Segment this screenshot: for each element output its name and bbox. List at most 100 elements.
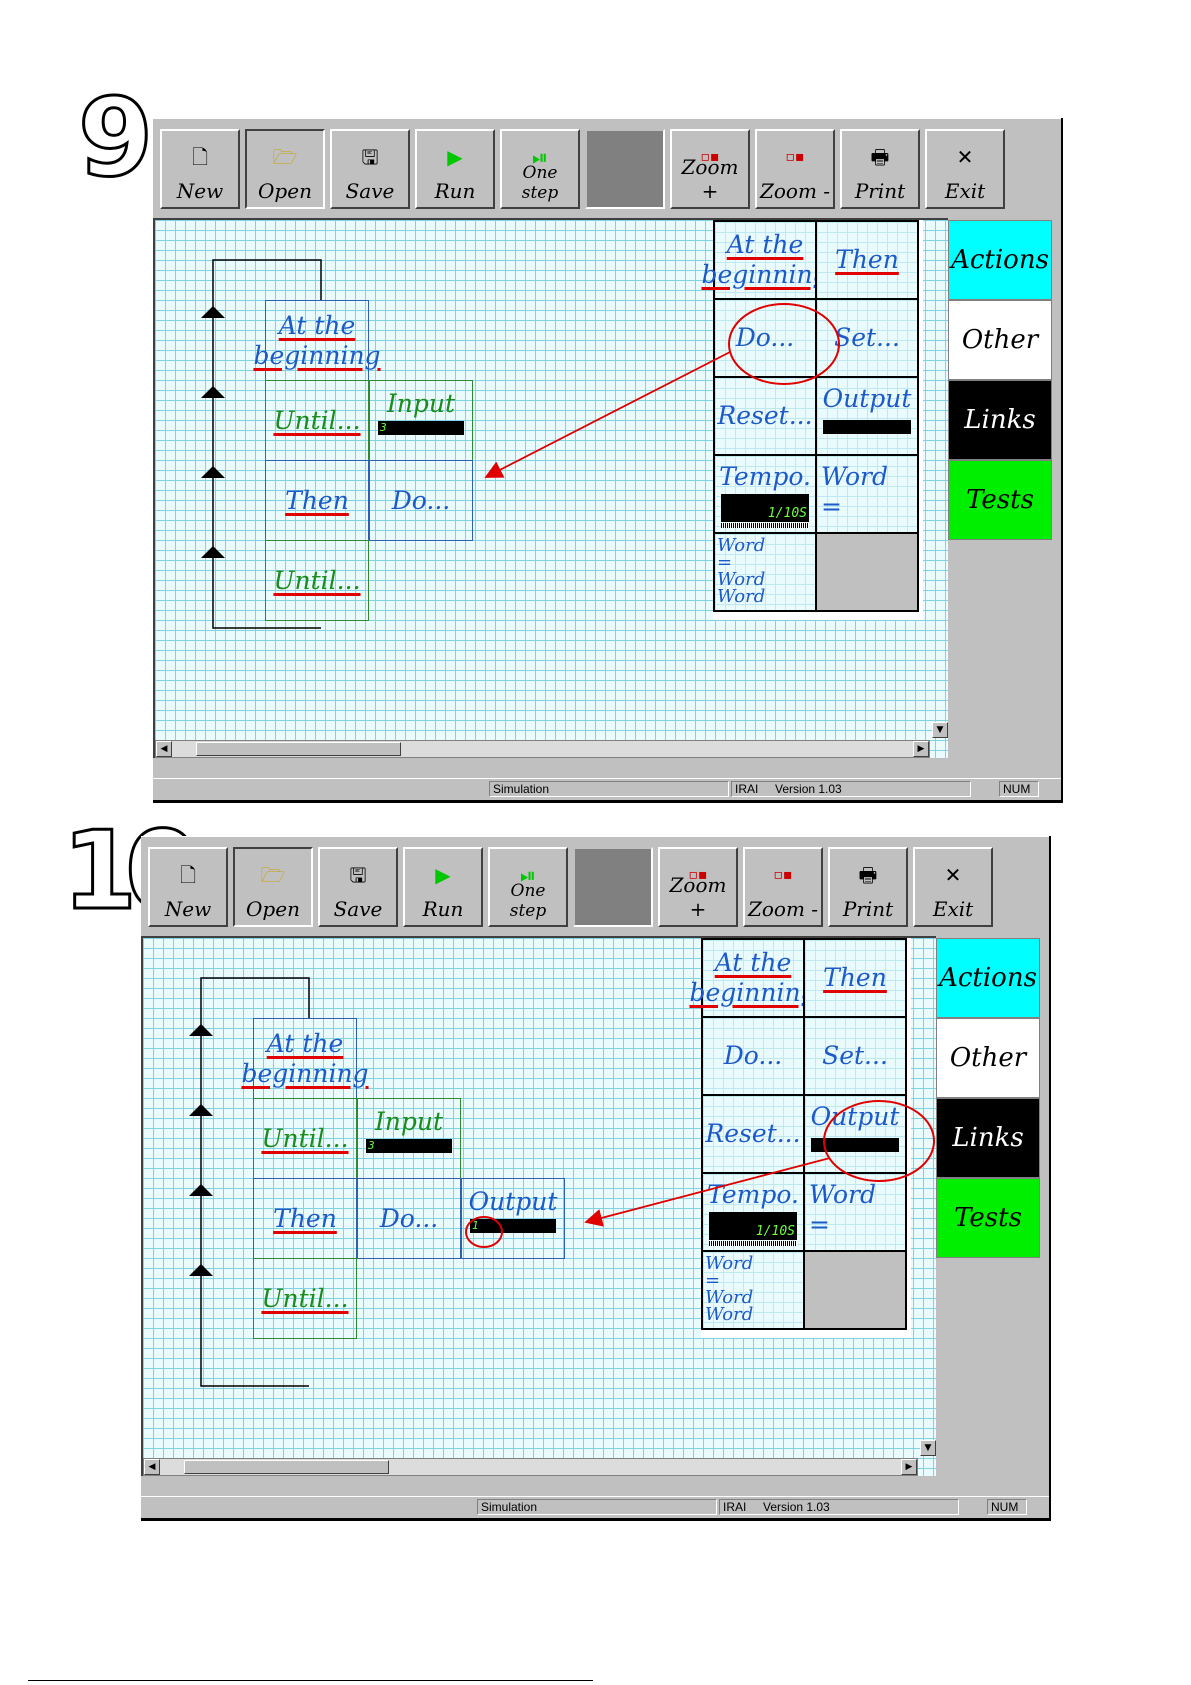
block-until-1[interactable]: Until... bbox=[265, 380, 369, 461]
palette-reset[interactable]: Reset... bbox=[713, 376, 817, 456]
zoom-out-icon: ▫▪ bbox=[785, 149, 805, 165]
play-icon: ▶ bbox=[447, 145, 463, 169]
tempo-bar: 1/10S bbox=[709, 1212, 797, 1240]
palette-then[interactable]: Then bbox=[815, 220, 919, 300]
scroll-left-icon[interactable]: ◀ bbox=[156, 741, 172, 757]
scroll-right-icon[interactable]: ▶ bbox=[913, 741, 929, 757]
tab-tests[interactable]: Tests bbox=[948, 460, 1052, 540]
zoom-in-icon: ▫▪ bbox=[700, 149, 720, 165]
run-button[interactable]: ▶Run bbox=[415, 129, 495, 209]
input-value-bar: 3 bbox=[378, 421, 464, 435]
palette-reset[interactable]: Reset... bbox=[701, 1094, 805, 1174]
palette-word[interactable]: Word= bbox=[803, 1172, 907, 1252]
horizontal-scrollbar[interactable]: ◀ ▶ bbox=[143, 1458, 918, 1476]
scroll-thumb[interactable] bbox=[196, 742, 401, 756]
tab-other[interactable]: Other bbox=[948, 300, 1052, 380]
palette-tempo[interactable]: Tempo.1/10S bbox=[701, 1172, 805, 1252]
zoom-out-button[interactable]: ▫▪Zoom - bbox=[743, 847, 823, 927]
input-value-bar: 3 bbox=[366, 1139, 452, 1153]
palette-set[interactable]: Set... bbox=[803, 1016, 907, 1096]
status-bar: Simulation IRAI Version 1.03 NUM bbox=[153, 778, 1061, 799]
scroll-down-icon[interactable]: ▼ bbox=[920, 1440, 936, 1456]
save-button[interactable]: 🖫Save bbox=[330, 129, 410, 209]
exit-button[interactable]: ✕Exit bbox=[913, 847, 993, 927]
new-file-icon: 🗋 bbox=[179, 863, 197, 887]
one-step-button[interactable]: ⏯One step bbox=[488, 847, 568, 927]
output-bar bbox=[823, 420, 911, 434]
zoom-out-button[interactable]: ▫▪Zoom - bbox=[755, 129, 835, 209]
zoom-in-icon: ▫▪ bbox=[688, 867, 708, 883]
palette-output[interactable]: Output bbox=[803, 1094, 907, 1174]
open-button[interactable]: 🗁Open bbox=[233, 847, 313, 927]
tempo-scale bbox=[709, 1241, 797, 1246]
block-until-2[interactable]: Until... bbox=[265, 540, 369, 621]
blank-button bbox=[573, 847, 653, 927]
print-button[interactable]: 🖶Print bbox=[840, 129, 920, 209]
status-company: IRAI Version 1.03 bbox=[719, 1499, 959, 1515]
status-num: NUM bbox=[987, 1499, 1027, 1515]
scroll-right-icon[interactable]: ▶ bbox=[901, 1459, 917, 1475]
output-value-bar: 1 bbox=[470, 1219, 556, 1233]
block-then[interactable]: Then bbox=[253, 1178, 357, 1259]
palette-then[interactable]: Then bbox=[803, 938, 907, 1018]
run-button[interactable]: ▶Run bbox=[403, 847, 483, 927]
tab-links[interactable]: Links bbox=[936, 1098, 1040, 1178]
status-company: IRAI Version 1.03 bbox=[731, 781, 971, 797]
palette-set[interactable]: Set... bbox=[815, 298, 919, 378]
step-icon: ⏯ bbox=[520, 863, 536, 887]
tempo-bar: 1/10S bbox=[721, 494, 809, 522]
tempo-scale bbox=[721, 523, 809, 528]
block-until-2[interactable]: Until... bbox=[253, 1258, 357, 1339]
palette-tempo[interactable]: Tempo.1/10S bbox=[713, 454, 817, 534]
block-do[interactable]: Do... bbox=[369, 460, 473, 541]
output-bar bbox=[811, 1138, 899, 1152]
palette-do[interactable]: Do... bbox=[713, 298, 817, 378]
scroll-thumb[interactable] bbox=[184, 1460, 389, 1474]
horizontal-scrollbar[interactable]: ◀ ▶ bbox=[155, 740, 930, 758]
scroll-down-icon[interactable]: ▼ bbox=[932, 722, 948, 738]
palette-empty bbox=[803, 1250, 907, 1330]
block-do[interactable]: Do... bbox=[357, 1178, 461, 1259]
print-button[interactable]: 🖶Print bbox=[828, 847, 908, 927]
tab-actions[interactable]: Actions bbox=[948, 220, 1052, 300]
printer-icon: 🖶 bbox=[858, 863, 878, 887]
one-step-button[interactable]: ⏯One step bbox=[500, 129, 580, 209]
block-then[interactable]: Then bbox=[265, 460, 369, 541]
zoom-in-button[interactable]: ▫▪Zoom + bbox=[670, 129, 750, 209]
status-mode: Simulation bbox=[477, 1499, 717, 1515]
exit-button[interactable]: ✕Exit bbox=[925, 129, 1005, 209]
new-button[interactable]: 🗋New bbox=[160, 129, 240, 209]
folder-icon: 🗁 bbox=[272, 145, 298, 169]
app-window-step-9: 🗋New 🗁Open 🖫Save ▶Run ⏯One step ▫▪Zoom +… bbox=[153, 118, 1063, 803]
zoom-out-icon: ▫▪ bbox=[773, 867, 793, 883]
new-button[interactable]: 🗋New bbox=[148, 847, 228, 927]
zoom-in-button[interactable]: ▫▪Zoom + bbox=[658, 847, 738, 927]
save-button[interactable]: 🖫Save bbox=[318, 847, 398, 927]
tab-tests[interactable]: Tests bbox=[936, 1178, 1040, 1258]
palette-output[interactable]: Output bbox=[815, 376, 919, 456]
scroll-left-icon[interactable]: ◀ bbox=[144, 1459, 160, 1475]
tab-links[interactable]: Links bbox=[948, 380, 1052, 460]
block-until-1[interactable]: Until... bbox=[253, 1098, 357, 1179]
open-button[interactable]: 🗁Open bbox=[245, 129, 325, 209]
close-icon: ✕ bbox=[944, 863, 962, 887]
palette-do[interactable]: Do... bbox=[701, 1016, 805, 1096]
bottom-rule bbox=[28, 1680, 593, 1681]
tab-actions[interactable]: Actions bbox=[936, 938, 1040, 1018]
palette-word[interactable]: Word= bbox=[815, 454, 919, 534]
status-mode: Simulation bbox=[489, 781, 729, 797]
tab-other[interactable]: Other bbox=[936, 1018, 1040, 1098]
